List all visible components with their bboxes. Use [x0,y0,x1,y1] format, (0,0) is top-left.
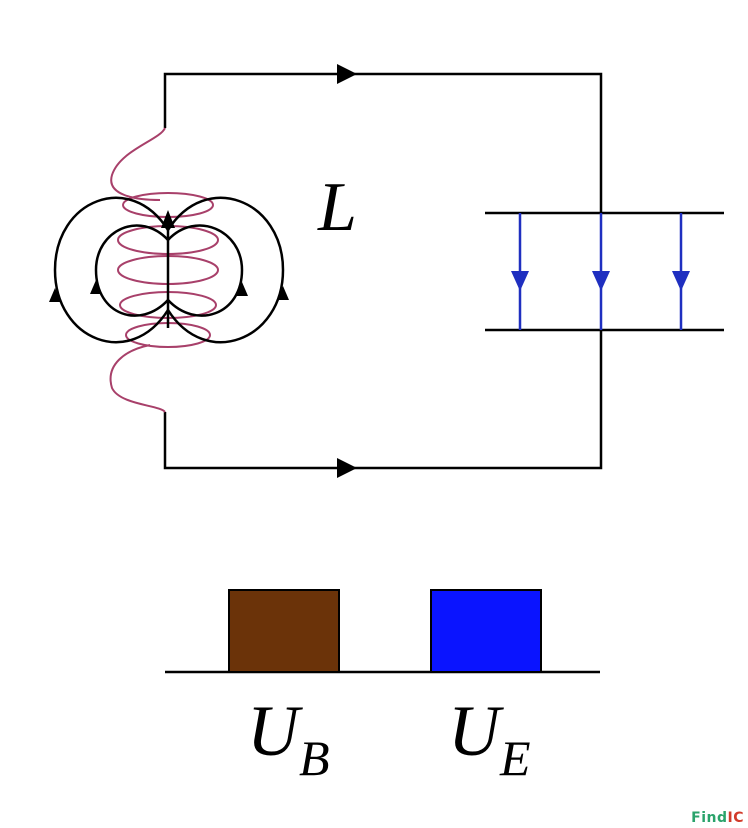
field-line-inner-right [167,224,244,317]
electric-field-arrows [511,271,690,291]
e-field-arrow-down [511,271,529,291]
e-field-arrow-down [592,271,610,291]
magnetic-field-lines [53,196,285,344]
field-arrow-up [161,210,175,228]
top-wire [163,72,603,213]
field-line-inner-left [94,224,169,317]
field-direction-arrows [49,210,289,302]
field-arrow-up [236,282,248,296]
label-subscript: E [499,730,531,786]
magnetic-energy-label: UB [247,691,330,786]
circuit-wires [163,72,603,470]
electric-energy-bar [430,589,542,673]
label-symbol: U [448,691,504,771]
field-arrow-up [90,280,102,294]
coil-bottom-lead [109,344,166,413]
label-subscript: B [299,730,330,786]
field-line-outer-right [166,196,285,344]
inductor-label: L [317,169,357,246]
electric-energy-label: UE [448,691,531,786]
capacitor-right-lead [163,330,603,470]
watermark-logo: FindIC [691,810,744,826]
e-field-arrow-down [672,271,690,291]
field-line-outer-left [53,196,170,344]
inductor-coil [109,127,219,413]
watermark-part1: Find [691,810,728,826]
field-arrow-up [49,288,61,302]
label-symbol: U [247,691,303,771]
watermark-part2: IC [727,810,744,826]
coil-top-lead [110,127,166,201]
capacitor [485,211,724,332]
magnetic-energy-bar [228,589,340,673]
current-arrow-top [337,64,357,84]
current-arrow-bottom [337,458,357,478]
field-arrow-up [277,286,289,300]
